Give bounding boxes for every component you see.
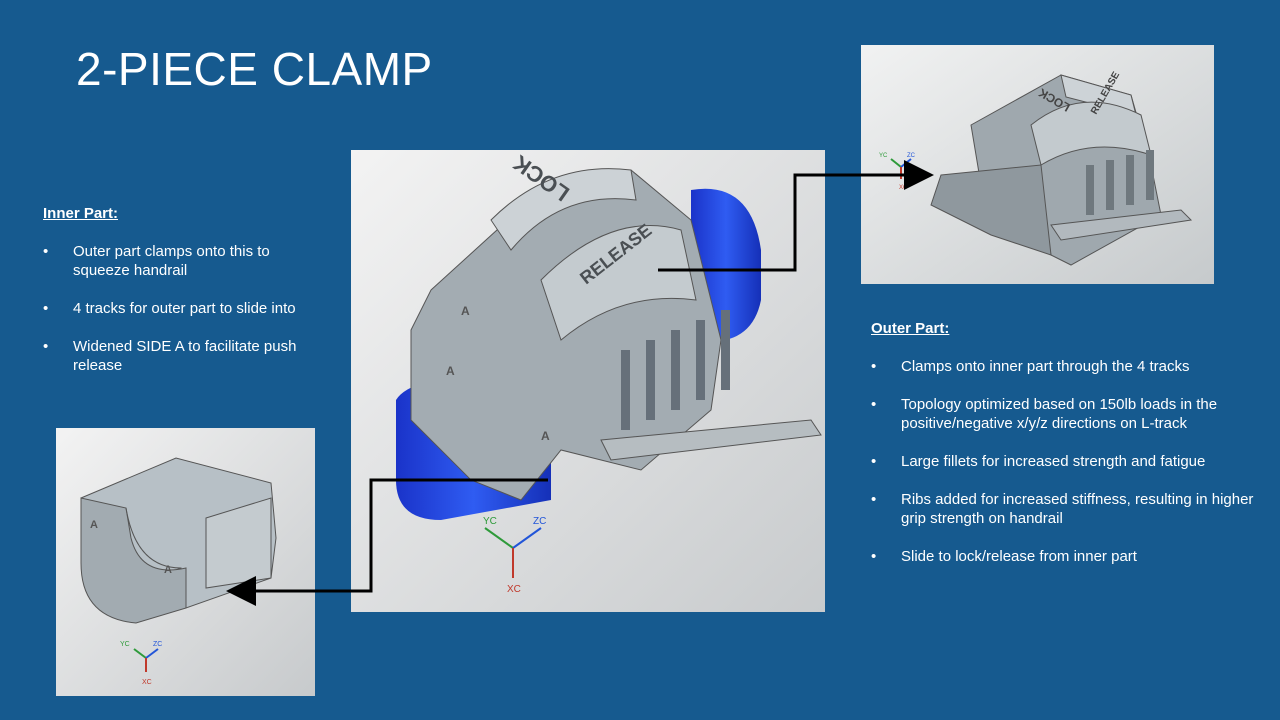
outer-part-bullets: Clamps onto inner part through the 4 tra…	[871, 357, 1256, 585]
outer-part-heading: Outer Part:	[871, 320, 950, 337]
outer-bullet: Clamps onto inner part through the 4 tra…	[871, 357, 1256, 376]
assembly-image: LOCK RELEASE A A A YC ZC XC	[351, 150, 825, 612]
outer-bullet: Slide to lock/release from inner part	[871, 547, 1256, 566]
outer-bullet: Large fillets for increased strength and…	[871, 452, 1256, 471]
side-a-mark-3: A	[541, 429, 550, 443]
outer-axis-yc: YC	[879, 153, 888, 159]
inner-axis-xc: XC	[142, 679, 152, 686]
assembly-model: LOCK RELEASE A A A	[410, 150, 822, 501]
outer-axis-xc: XC	[899, 185, 908, 191]
inner-part-image: A A YC ZC XC	[56, 428, 315, 696]
axis-yc: YC	[483, 516, 497, 527]
inner-side-a-mark-2: A	[164, 564, 172, 576]
inner-part-model: A A	[80, 457, 277, 624]
outer-bullet: Ribs added for increased stiffness, resu…	[871, 490, 1256, 528]
outer-axis-zc: ZC	[907, 153, 916, 159]
axis-xc: XC	[507, 584, 521, 595]
outer-bullet: Topology optimized based on 150lb loads …	[871, 395, 1256, 433]
inner-side-a-mark-1: A	[90, 519, 98, 531]
inner-part-heading: Inner Part:	[43, 205, 119, 222]
outer-part-image: LOCK RELEASE YC ZC XC	[861, 45, 1214, 284]
inner-axis-triad: YC ZC XC	[120, 641, 162, 686]
inner-bullet: 4 tracks for outer part to slide into	[43, 299, 323, 318]
inner-bullet: Outer part clamps onto this to squeeze h…	[43, 242, 323, 280]
inner-axis-zc: ZC	[153, 641, 162, 648]
inner-bullet: Widened SIDE A to facilitate push releas…	[43, 337, 323, 375]
inner-part-bullets: Outer part clamps onto this to squeeze h…	[43, 242, 323, 394]
side-a-mark-2: A	[446, 364, 455, 378]
side-a-mark-1: A	[461, 304, 470, 318]
slide-title: 2-PIECE CLAMP	[76, 43, 433, 95]
outer-part-model: LOCK RELEASE	[930, 70, 1193, 266]
inner-axis-yc: YC	[120, 641, 130, 648]
axis-zc: ZC	[533, 516, 546, 527]
